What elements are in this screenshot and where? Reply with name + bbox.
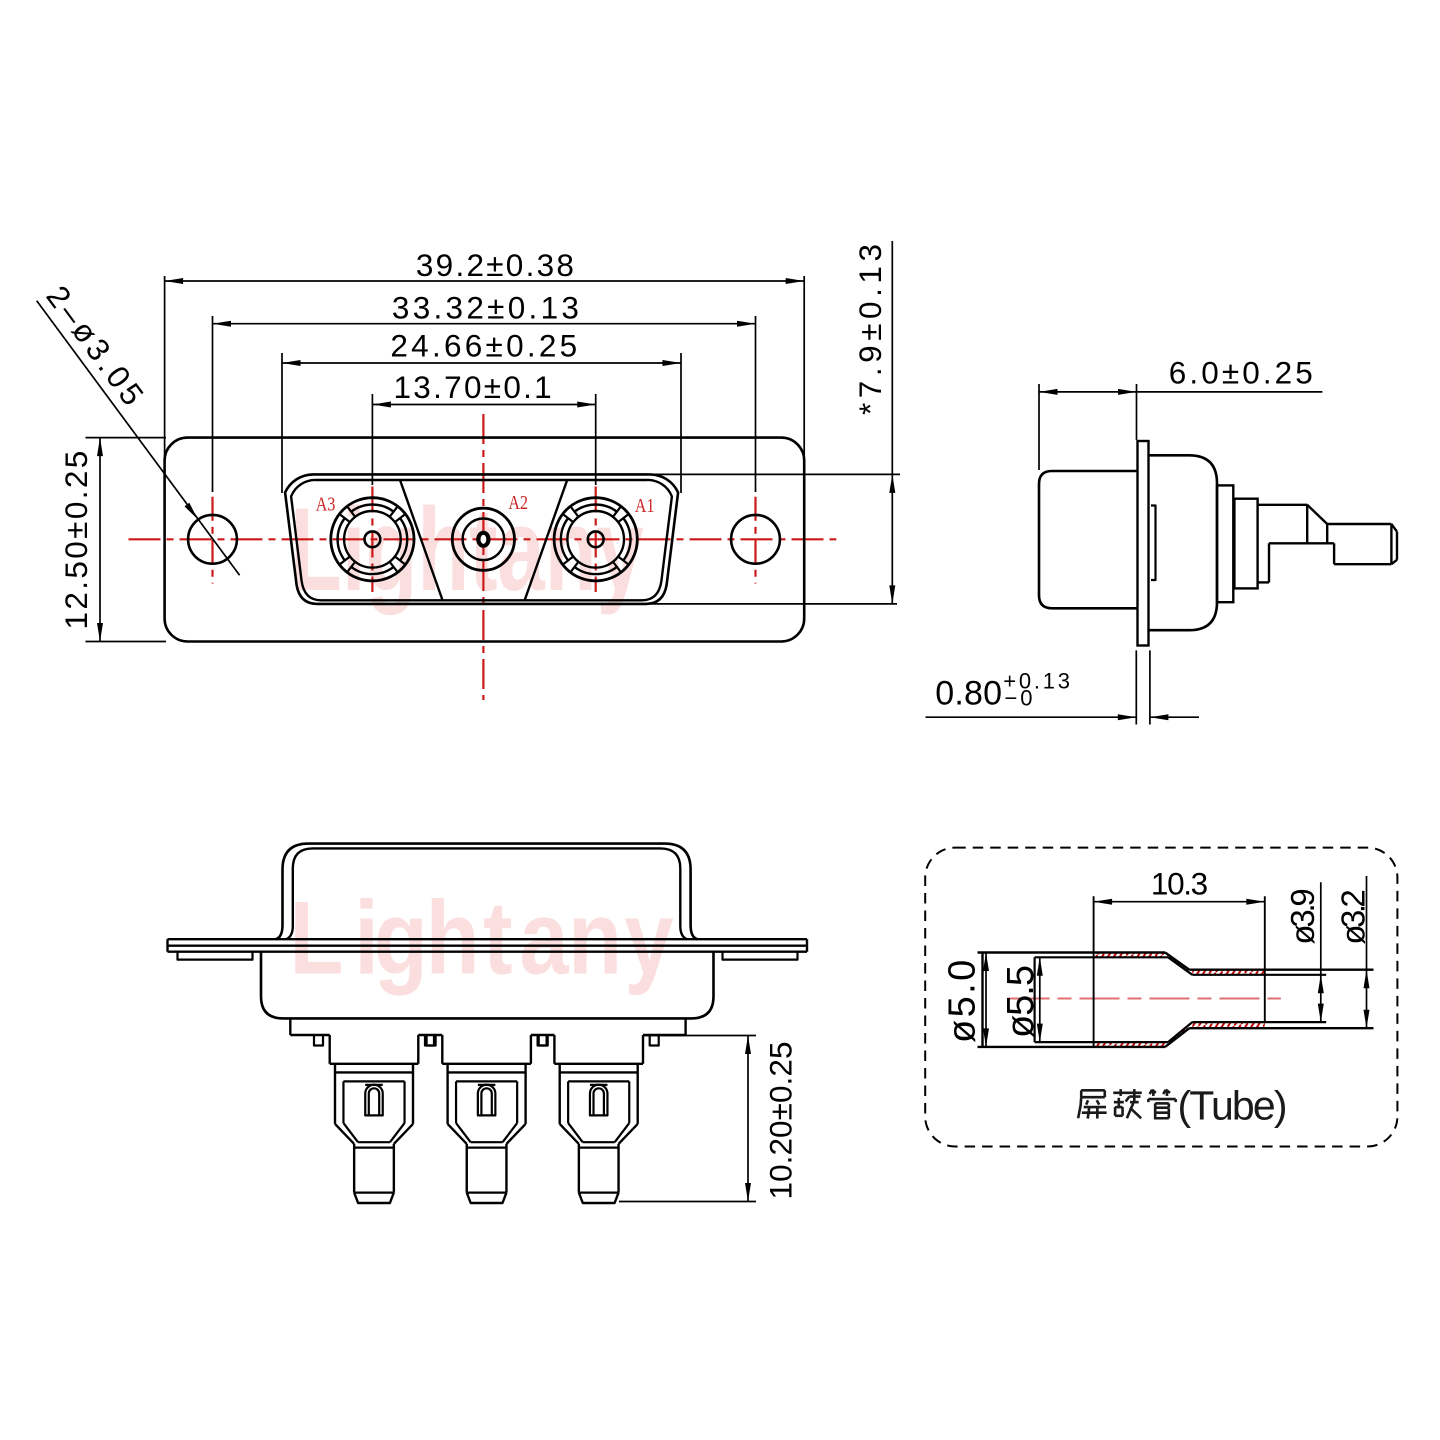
svg-text:0.80: 0.80: [935, 675, 1002, 713]
svg-text:A2: A2: [508, 491, 528, 513]
svg-text:10.20±0.25: 10.20±0.25: [763, 1042, 799, 1200]
svg-text:ø5.0: ø5.0: [942, 960, 984, 1043]
svg-text:ø3.2: ø3.2: [1335, 889, 1372, 944]
svg-text:A1: A1: [635, 494, 655, 516]
svg-text:13.70±0.1: 13.70±0.1: [394, 369, 552, 405]
svg-text:Lightany: Lightany: [290, 483, 644, 615]
svg-text:(Tube): (Tube): [1178, 1083, 1288, 1129]
svg-text:+0.13: +0.13: [1003, 669, 1070, 694]
svg-text:39.2±0.38: 39.2±0.38: [416, 247, 574, 283]
svg-text:ø3.9: ø3.9: [1284, 888, 1321, 944]
svg-text:*7.9±0.13: *7.9±0.13: [852, 244, 888, 415]
svg-text:10.3: 10.3: [1151, 866, 1208, 902]
svg-text:ø5.5: ø5.5: [1000, 965, 1042, 1038]
svg-text:A3: A3: [316, 493, 336, 515]
